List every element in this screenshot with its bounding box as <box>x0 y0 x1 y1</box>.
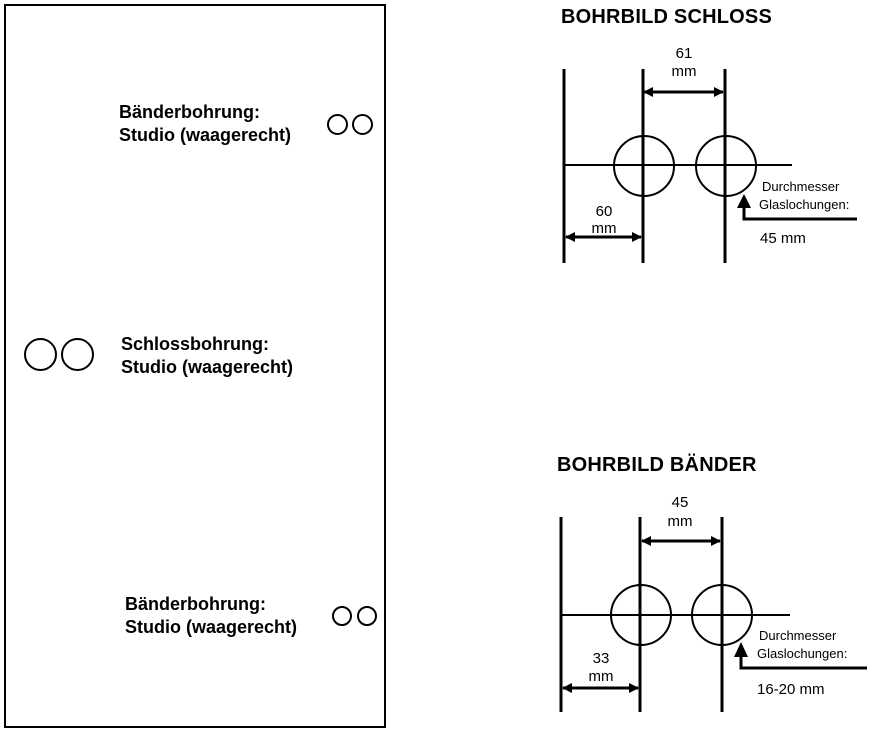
baender-spacing-unit: mm <box>668 513 693 530</box>
hinge-top-hole-left <box>327 114 348 135</box>
baender-diameter-value: 16-20 mm <box>757 681 825 698</box>
baender-drawing: 45 mm 33 mm Durchmesser Glaslochungen: 1… <box>559 494 867 712</box>
schloss-drawing: 61 mm 60 mm Durchmesser Glaslochungen: 4… <box>562 45 857 263</box>
baender-spacing-value: 45 <box>672 494 689 511</box>
baender-title: BOHRBILD BÄNDER <box>557 454 757 476</box>
hinge-bottom-hole-left <box>332 606 352 626</box>
hinge-bottom-hole-right <box>357 606 377 626</box>
schloss-diameter-leader <box>742 208 857 221</box>
baender-diameter-arrowhead <box>734 642 748 657</box>
hinge-top-label-line1: Bänderbohrung: <box>119 102 260 122</box>
schloss-diameter-value: 45 mm <box>760 230 806 247</box>
baender-diameter-leader <box>739 657 867 670</box>
hinge-bottom-label-line1: Bänderbohrung: <box>125 594 266 614</box>
schloss-diameter-arrowhead <box>737 194 751 208</box>
baender-hole-1 <box>610 584 672 646</box>
hinge-top-hole-right <box>352 114 373 135</box>
schloss-diameter-label-2: Glaslochungen: <box>759 197 849 212</box>
schloss-offset-unit: mm <box>592 220 617 237</box>
lock-hole-left <box>24 338 57 371</box>
schloss-diameter-label-1: Durchmesser <box>762 179 840 194</box>
baender-offset-value: 33 <box>593 650 610 667</box>
schloss-hole-1 <box>613 135 675 197</box>
baender-diameter-label-2: Glaslochungen: <box>757 646 847 661</box>
lock-label-line2: Studio (waagerecht) <box>121 357 294 377</box>
hinge-bottom-label-line2: Studio (waagerecht) <box>125 617 298 637</box>
hinge-top-label-line2: Studio (waagerecht) <box>119 125 292 145</box>
baender-offset-unit: mm <box>589 668 614 685</box>
schloss-spacing-unit: mm <box>672 63 697 80</box>
schloss-title: BOHRBILD SCHLOSS <box>561 6 772 28</box>
baender-diameter-label-1: Durchmesser <box>759 628 837 643</box>
lock-label-line1: Schlossbohrung: <box>121 334 269 354</box>
door-outline <box>4 4 386 728</box>
baender-hole-2 <box>691 584 753 646</box>
schloss-hole-2 <box>695 135 757 197</box>
lock-hole-right <box>61 338 94 371</box>
schloss-offset-value: 60 <box>596 203 613 220</box>
schloss-spacing-value: 61 <box>676 45 693 62</box>
